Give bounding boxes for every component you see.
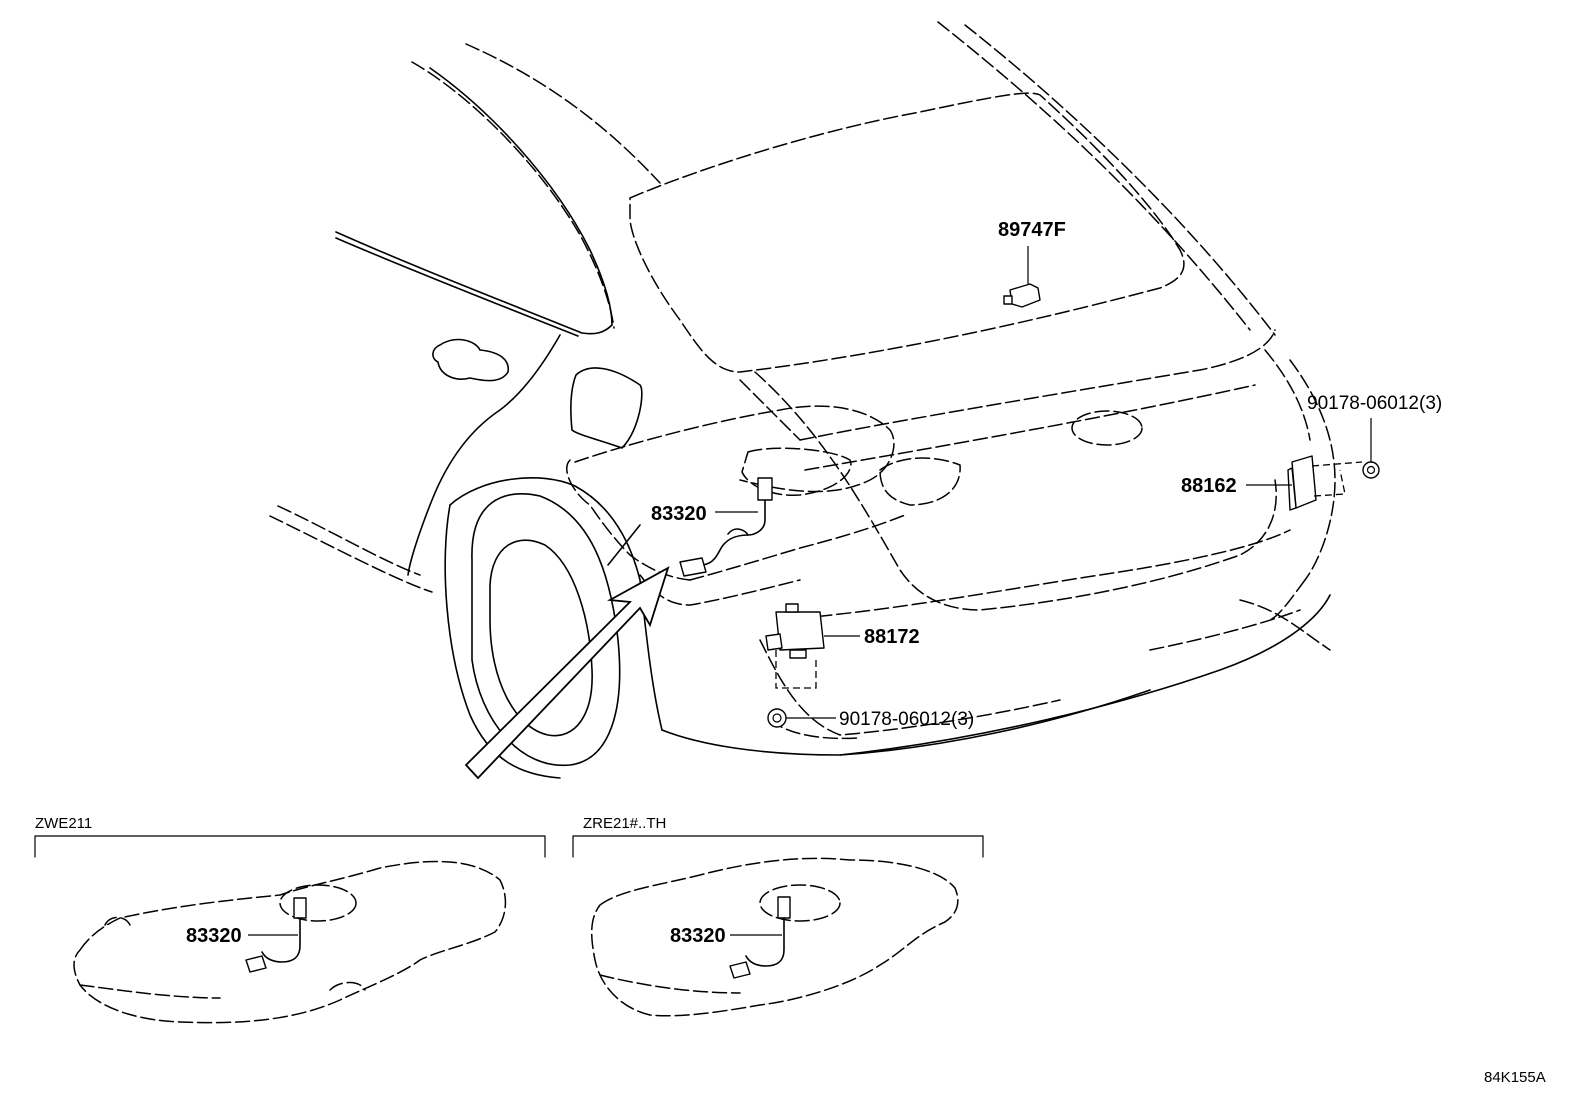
callout-88172: 88172 (864, 626, 920, 648)
part-83320-main (607, 477, 773, 577)
part-89747F (1003, 246, 1041, 308)
variant-label-left: ZWE211 (35, 815, 92, 832)
callout-88162: 88162 (1181, 475, 1237, 497)
fuel-tank-zre21 (590, 857, 959, 1017)
callout-90178-lower: 90178-06012(3) (839, 709, 974, 730)
fuel-tank-zwe211 (73, 860, 507, 1024)
callout-90178-right: 90178-06012(3) (1307, 393, 1442, 414)
variant-bracket-right (572, 835, 984, 858)
car-body-outline (269, 21, 1336, 779)
callout-83320-zwe211: 83320 (186, 925, 242, 947)
part-90178-right (1362, 418, 1380, 479)
diagram-code: 84K155A (1484, 1069, 1546, 1086)
variant-label-right: ZRE21#..TH (583, 815, 666, 832)
part-90178-lower (767, 708, 836, 728)
part-88162 (1246, 455, 1363, 511)
callout-89747F: 89747F (998, 219, 1066, 241)
callout-83320-main: 83320 (651, 503, 707, 525)
variant-bracket-left (34, 835, 546, 858)
callout-83320-zre21: 83320 (670, 925, 726, 947)
part-88172 (765, 603, 860, 689)
direction-arrow (464, 566, 670, 780)
